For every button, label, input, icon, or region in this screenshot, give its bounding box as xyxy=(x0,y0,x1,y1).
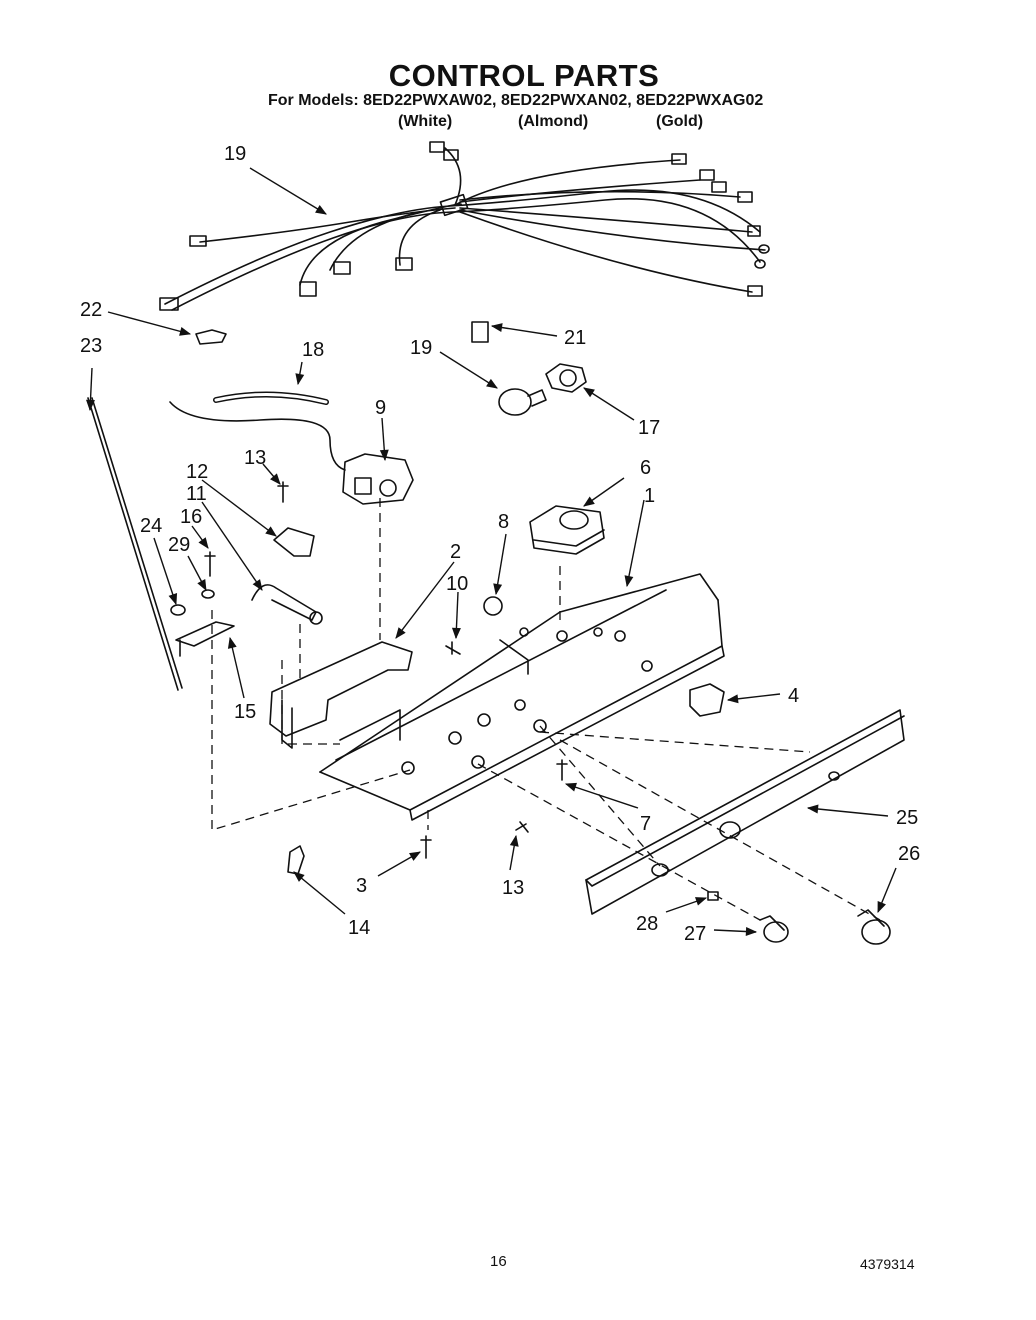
callout-15: 15 xyxy=(234,701,256,723)
wiring-harness xyxy=(159,141,770,311)
bracket-4 xyxy=(689,683,725,717)
screw-7 xyxy=(556,759,568,781)
callout-27: 27 xyxy=(684,923,706,945)
page-number: 16 xyxy=(490,1253,507,1270)
callout-labels: 19 22 23 18 19 21 17 9 13 12 11 16 24 29… xyxy=(80,143,920,945)
callout-13-upper: 13 xyxy=(244,447,266,469)
screw-13-upper xyxy=(277,481,289,503)
bracket-15 xyxy=(175,621,235,657)
screw-16 xyxy=(204,551,216,577)
clip-14 xyxy=(287,845,305,875)
callout-11: 11 xyxy=(186,483,207,505)
washer-29 xyxy=(201,589,215,599)
callout-18: 18 xyxy=(302,339,324,361)
grommet-8 xyxy=(483,596,503,616)
callout-4: 4 xyxy=(788,685,799,707)
callout-3: 3 xyxy=(356,875,367,897)
callout-24: 24 xyxy=(140,515,162,537)
callout-10: 10 xyxy=(446,573,468,595)
callout-13-lower: 13 xyxy=(502,877,524,899)
callout-7: 7 xyxy=(640,813,651,835)
clip-21 xyxy=(471,321,489,343)
callout-2: 2 xyxy=(450,541,461,563)
timer-6 xyxy=(529,505,605,555)
clip-22 xyxy=(195,329,227,345)
socket-17 xyxy=(545,363,587,393)
knob-27 xyxy=(759,915,789,943)
rod-23 xyxy=(87,397,183,691)
callout-25: 25 xyxy=(896,807,918,829)
callout-8: 8 xyxy=(498,511,509,533)
clip-28 xyxy=(707,891,719,901)
leader-arrows xyxy=(86,167,897,936)
face-panel-25 xyxy=(585,709,905,915)
document-number: 4379314 xyxy=(860,1256,915,1272)
callout-26: 26 xyxy=(898,843,920,865)
callout-14: 14 xyxy=(348,917,370,939)
callout-28: 28 xyxy=(636,913,658,935)
callout-16: 16 xyxy=(180,506,202,528)
plate-2 xyxy=(269,641,413,737)
bracket-12 xyxy=(273,527,315,557)
callout-29: 29 xyxy=(168,534,190,556)
page-title: CONTROL PARTS xyxy=(388,58,660,93)
screw-13-lower xyxy=(515,821,529,833)
thermostat-9 xyxy=(169,401,414,505)
bulb-19 xyxy=(498,388,547,416)
knob-26 xyxy=(857,909,891,945)
screw-3 xyxy=(420,835,432,859)
callout-23: 23 xyxy=(80,335,102,357)
variant-gold: (Gold) xyxy=(656,113,704,130)
callout-9: 9 xyxy=(375,397,386,419)
callout-1: 1 xyxy=(644,485,655,507)
callout-22: 22 xyxy=(80,299,102,321)
variant-almond: (Almond) xyxy=(518,113,589,130)
callout-12: 12 xyxy=(186,461,208,483)
callout-21: 21 xyxy=(564,327,586,349)
callout-20: 19 xyxy=(224,143,246,165)
assembly-lines xyxy=(211,498,881,921)
shaft-11 xyxy=(251,584,323,625)
callout-17: 17 xyxy=(638,417,660,439)
callout-6: 6 xyxy=(640,457,651,479)
models-line: For Models: 8ED22PWXAW02, 8ED22PWXAN02, … xyxy=(268,92,764,109)
variant-white: (White) xyxy=(398,113,453,130)
screw-10 xyxy=(445,641,461,655)
washer-24 xyxy=(170,604,186,616)
callout-19: 19 xyxy=(410,337,432,359)
